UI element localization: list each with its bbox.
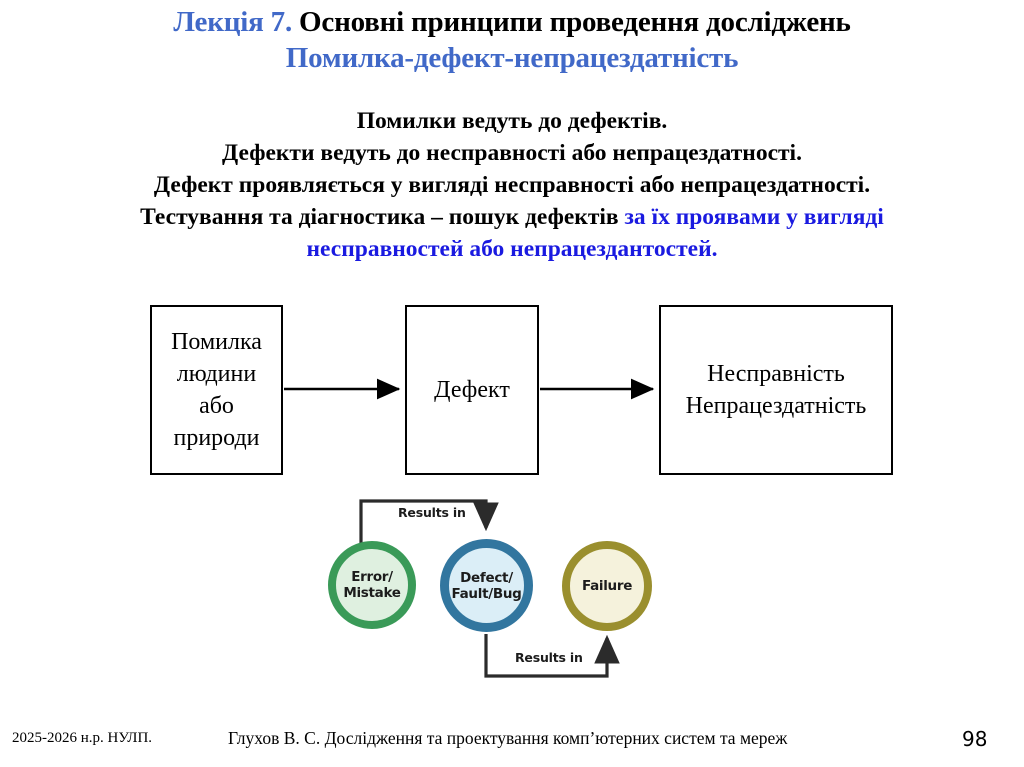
body-line-3: Дефект проявляється у вигляді несправнос… [153, 172, 871, 198]
flow-box-defect-label: Дефект [434, 377, 510, 403]
circle-defect-line-1: Defect/ [460, 569, 513, 586]
results-in-label-top: Results in [394, 505, 470, 520]
circle-error-mistake-label: Error/ Mistake [343, 569, 401, 601]
body-line-4-black: Тестування та діагностика – пошук дефект… [140, 204, 625, 230]
body-line-4: Тестування та діагностика – пошук дефект… [0, 201, 1024, 233]
page-number: 98 [962, 727, 988, 751]
circle-failure-label: Failure [581, 578, 633, 594]
flow-box-human-error-line-4: природи [173, 425, 260, 451]
circle-error-mistake: Error/ Mistake [328, 541, 416, 629]
flow-box-failure-line-2: Непрацездатність [685, 393, 867, 419]
flow-box-human-error: Помилка людини або природи [150, 305, 283, 475]
circle-defect-line-2: Fault/Bug [451, 585, 522, 602]
body-line-1: Помилки ведуть до дефектів. [356, 108, 668, 134]
page-title: Лекція 7. Основні принципи проведення до… [0, 4, 1024, 40]
slide-title-block: Лекція 7. Основні принципи проведення до… [0, 4, 1024, 77]
results-in-label-bottom: Results in [511, 650, 587, 665]
flow-box-human-error-line-1: Помилка [171, 329, 262, 355]
flow-box-human-error-line-2: людини [176, 361, 257, 387]
flow-box-defect: Дефект [405, 305, 539, 475]
page-subtitle: Помилка-дефект-непрацездатність [285, 42, 739, 74]
flow-box-failure-line-1: Несправність [707, 361, 845, 387]
body-line-4-blue: за їх проявами у вигляді [624, 204, 884, 230]
body-text-block: Помилки ведуть до дефектів. Дефекти веду… [0, 105, 1024, 265]
circle-error-line-1: Error/ [351, 569, 393, 585]
body-line-2: Дефекти ведуть до несправності або непра… [222, 140, 802, 166]
circle-defect-fault-bug-label: Defect/ Fault/Bug [451, 570, 521, 602]
circle-error-line-2: Mistake [343, 585, 401, 601]
flow-box-failure: Несправність Непрацездатність [659, 305, 893, 475]
footer-course-info: 2025-2026 н.р. НУЛП. [12, 730, 153, 746]
footer-author-title: Глухов В. С. Дослідження та проектування… [228, 728, 788, 748]
flow-box-human-error-line-3: або [199, 393, 234, 419]
title-main-text: Основні принципи проведення досліджень [292, 6, 851, 38]
circle-failure: Failure [562, 541, 652, 631]
circle-defect-fault-bug: Defect/ Fault/Bug [440, 539, 533, 632]
body-line-5: несправностей або непрацездантостей. [306, 236, 718, 262]
flow-box-human-error-label: Помилка людини або природи [171, 326, 262, 454]
lecture-label: Лекція 7. [173, 6, 292, 38]
flow-box-failure-label: Несправність Непрацездатність [686, 358, 867, 422]
